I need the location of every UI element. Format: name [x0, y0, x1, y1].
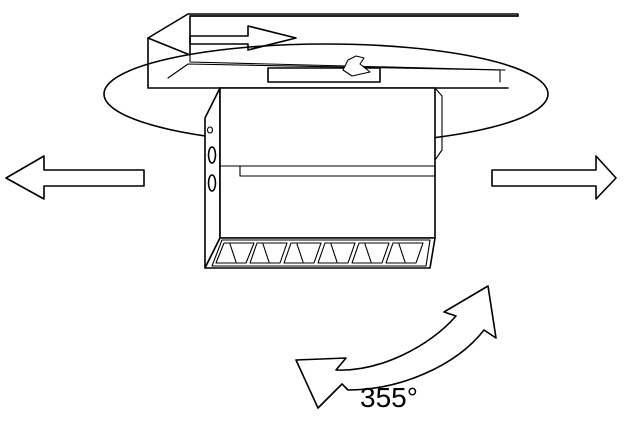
move-right-arrow-icon	[491, 155, 617, 200]
slide-arrow-right-icon	[189, 25, 297, 51]
move-left-arrow-icon	[5, 155, 145, 200]
tilt-arc-arrow-icon	[295, 285, 497, 409]
track-connector	[267, 55, 381, 83]
rotation-angle-label: 355°	[360, 382, 418, 413]
lens-array	[211, 239, 431, 267]
